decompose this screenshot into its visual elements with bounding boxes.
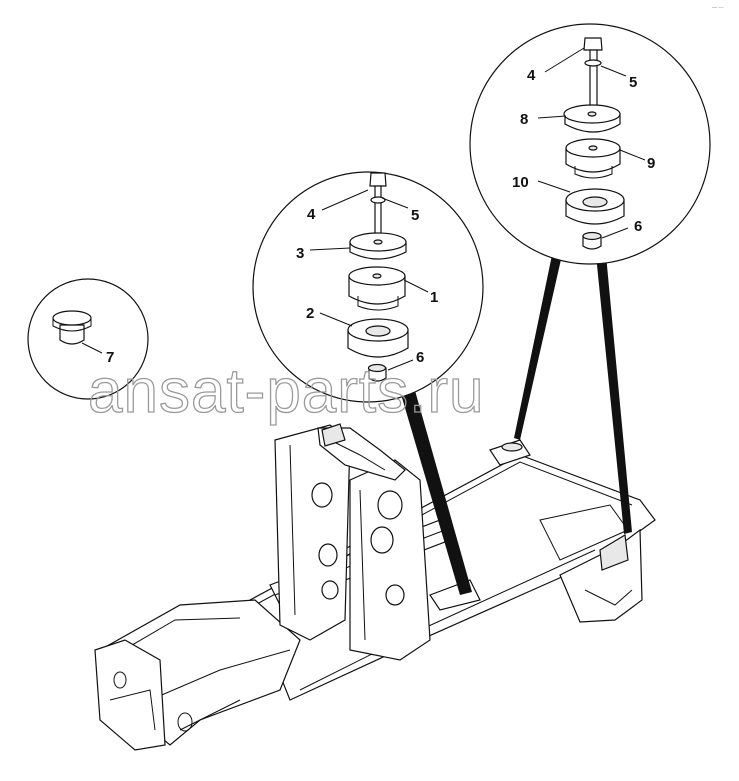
- callout-6-right: 6: [634, 218, 642, 235]
- mount-washer-part: [347, 318, 409, 358]
- lower-cushion-part-b: [565, 138, 621, 179]
- callout-3: 3: [296, 245, 304, 262]
- callout-5-center: 5: [411, 207, 419, 224]
- callout-4-right: 4: [527, 67, 536, 84]
- plug-part: [52, 310, 92, 345]
- detail-circle-mount-a: 4 5 3 1 2 6: [252, 171, 484, 403]
- callout-5-right: 5: [629, 74, 637, 91]
- callout-8: 8: [520, 111, 528, 128]
- callout-2: 2: [306, 305, 314, 322]
- upper-cushion-part-b: [563, 104, 621, 133]
- callout-9: 9: [647, 155, 655, 172]
- callout-4-center: 4: [307, 206, 316, 223]
- mount-washer-part-b: [565, 188, 625, 225]
- callout-6-center: 6: [416, 349, 424, 366]
- bolt-part: [369, 172, 387, 247]
- callout-10: 10: [512, 174, 529, 191]
- detail-circle-mount-b: 4 5 8 9 10 6: [469, 23, 711, 265]
- callout-7: 7: [106, 349, 114, 366]
- chassis-frame: [94, 423, 656, 751]
- lower-cushion-part: [348, 266, 406, 311]
- detail-circle-plug: 7: [27, 278, 149, 400]
- upper-cushion-part: [349, 232, 407, 260]
- watermark-text: ansat-parts.ru: [88, 357, 485, 426]
- corner-mark: — ---: [712, 5, 724, 11]
- nut-part-b: [582, 231, 602, 250]
- bolt-part-b: [583, 37, 603, 109]
- nut-part: [367, 363, 387, 382]
- callout-1: 1: [430, 289, 438, 306]
- detail-leaders: [398, 255, 632, 595]
